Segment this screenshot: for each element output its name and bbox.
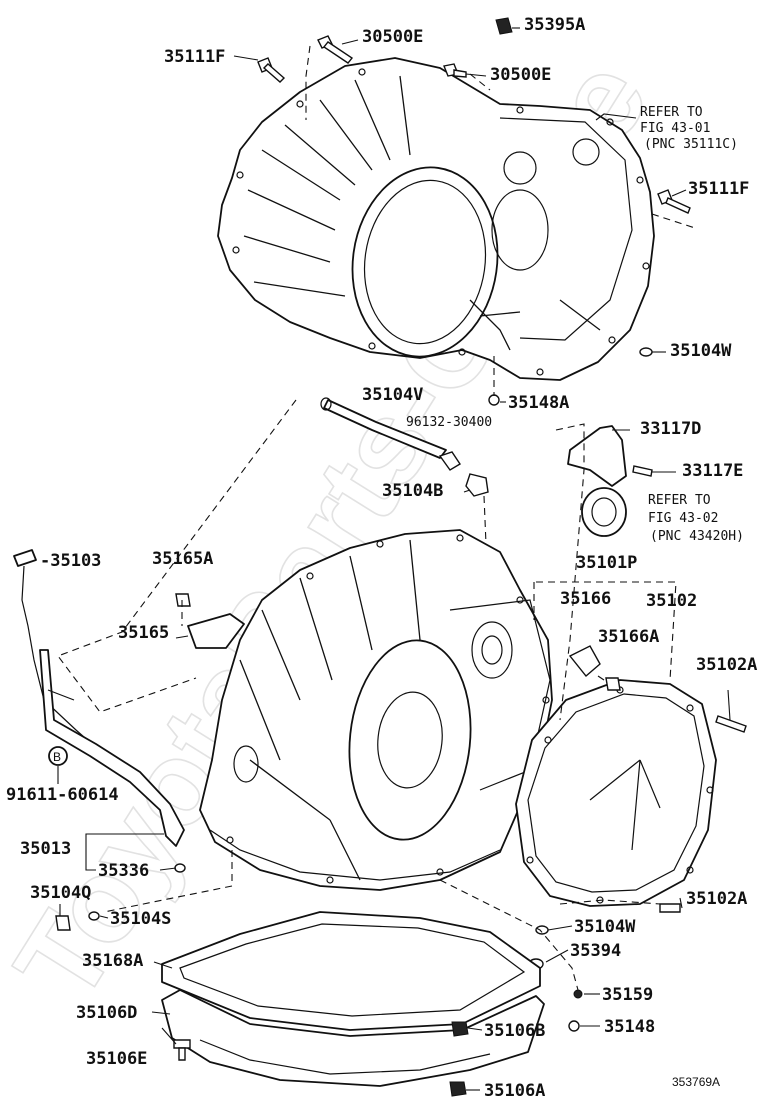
- oil-pan-35106d: [161, 989, 545, 1087]
- plug-35148: [568, 1020, 580, 1032]
- label-35148: 35148: [604, 1017, 655, 1037]
- bolt-35166a: [605, 677, 621, 691]
- label-35106e: 35106E: [86, 1049, 147, 1069]
- label-35166: 35166: [560, 589, 611, 609]
- plug-35104s: [88, 911, 100, 921]
- label-33117e: 33117E: [682, 461, 743, 481]
- bracket-33117d: [567, 425, 627, 487]
- refer-43-02-line2: FIG 43-02: [648, 511, 718, 526]
- bolt-35106e: [173, 1039, 191, 1061]
- hose-35104v: [323, 399, 447, 459]
- label-30500e-b: 30500E: [490, 65, 551, 85]
- label-30500e-a: 30500E: [362, 27, 423, 47]
- plug-35104w-bottom: [535, 925, 549, 935]
- bolt-35165a: [175, 593, 191, 607]
- bolt-35102a-bottom: [659, 903, 681, 913]
- diagram-id: 353769A: [672, 1075, 720, 1089]
- refer-43-02-line1: REFER TO: [648, 493, 711, 508]
- label-35104s: 35104S: [110, 909, 171, 929]
- label-35104q: 35104Q: [30, 883, 91, 903]
- label-35102a-bottom: 35102A: [686, 889, 747, 909]
- label-35102: 35102: [646, 591, 697, 611]
- bolt-35102a-top: [715, 715, 747, 733]
- label-35104b: 35104B: [382, 481, 443, 501]
- label-35103: -35103: [40, 551, 101, 571]
- part-labels: 35111F 30500E 35395A 30500E REFER TO FIG…: [6, 15, 757, 1101]
- label-35168a: 35168A: [82, 951, 143, 971]
- clamp-96132-30400: [438, 451, 461, 471]
- bolt-35111f-right: [657, 189, 691, 214]
- plug-35106a: [449, 1081, 467, 1097]
- leader-lines: [57, 27, 731, 1091]
- label-35111f-right: 35111F: [688, 179, 749, 199]
- bolt-33117e: [632, 465, 653, 477]
- label-35111f-top: 35111F: [164, 47, 225, 67]
- bolt-91611-badge: B: [48, 746, 68, 766]
- union-35104b: [465, 473, 489, 497]
- side-cover-35102: [515, 679, 717, 907]
- label-35159: 35159: [602, 985, 653, 1005]
- oil-seal-43420h: [581, 487, 627, 537]
- plug-35104q: [55, 915, 71, 931]
- label-35104v: 35104V: [362, 385, 423, 405]
- label-35104w-top: 35104W: [670, 341, 732, 361]
- label-35102a-top: 35102A: [696, 655, 757, 675]
- label-35106b: 35106B: [484, 1021, 545, 1041]
- label-35336: 35336: [98, 861, 149, 881]
- oil-pan-gasket-35168a: [161, 911, 541, 1031]
- bolt-30500e-b: [443, 63, 467, 78]
- plug-35148a: [488, 394, 500, 406]
- label-96132-30400: 96132-30400: [406, 415, 492, 430]
- plug-35104w-top: [639, 347, 653, 357]
- plate-35166: [568, 645, 601, 678]
- label-35166a: 35166A: [598, 627, 659, 647]
- transmission-case: [199, 529, 553, 891]
- tube-35013: [39, 649, 185, 847]
- label-35013: 35013: [20, 839, 71, 859]
- bolt-35111f-top: [257, 57, 286, 83]
- refer-43-01-line1: REFER TO: [640, 105, 703, 120]
- label-91611-60614: 91611-60614: [6, 785, 119, 805]
- label-35395a: 35395A: [524, 15, 585, 35]
- label-35106a: 35106A: [484, 1081, 545, 1101]
- guide-lines: [57, 45, 696, 991]
- refer-43-02-line3: (PNC 43420H): [650, 529, 744, 544]
- refer-43-01-line3: (PNC 35111C): [644, 137, 738, 152]
- label-35106d: 35106D: [76, 1003, 137, 1023]
- transaxle-housing: [217, 57, 655, 381]
- bolt-30500e-a: [317, 35, 354, 64]
- plug-35336: [174, 863, 186, 873]
- label-35394: 35394: [570, 941, 621, 961]
- plug-35106b: [451, 1021, 469, 1037]
- label-35101p: 35101P: [576, 553, 637, 573]
- label-35148a: 35148A: [508, 393, 569, 413]
- clip-35395a: [495, 17, 513, 35]
- magnet-35159: [573, 989, 583, 999]
- label-35104w-bottom: 35104W: [574, 917, 636, 937]
- label-35165: 35165: [118, 623, 169, 643]
- label-33117d: 33117D: [640, 419, 701, 439]
- refer-43-01-line2: FIG 43-01: [640, 121, 710, 136]
- badge-b-text: B: [53, 750, 61, 764]
- label-35165a: 35165A: [152, 549, 213, 569]
- plate-35165: [187, 613, 245, 649]
